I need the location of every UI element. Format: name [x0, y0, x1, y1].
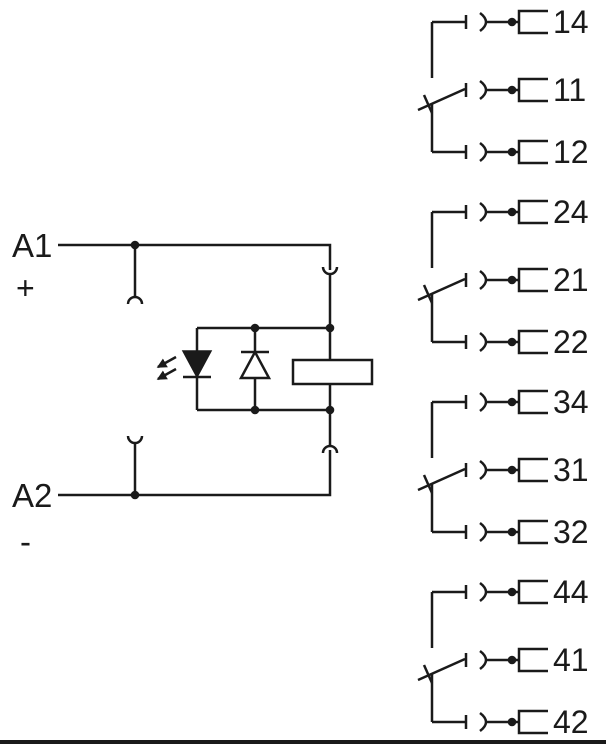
bottom-border [0, 740, 606, 744]
terminal-label-14: 14 [553, 4, 589, 40]
terminal-label-41: 41 [553, 642, 589, 678]
a1-wire [58, 243, 332, 270]
coil-circuit: A1 + A2 - [12, 227, 374, 560]
junction-dot [325, 323, 335, 333]
terminal-label-31: 31 [553, 452, 589, 488]
contact-group-1: 14 11 12 [416, 4, 589, 170]
plug-contact-icon [126, 295, 144, 305]
contact-group-3: 34 31 32 [416, 384, 589, 550]
led-emission-arrow [156, 367, 177, 381]
terminal-label-22: 22 [553, 324, 589, 360]
a2-wire [58, 450, 332, 497]
terminal-label-34: 34 [553, 384, 589, 420]
junction-dot [325, 405, 335, 415]
junction-dot [130, 240, 140, 250]
contact-group-2: 24 21 22 [416, 194, 589, 360]
terminal-label-44: 44 [553, 574, 589, 610]
terminal-label-32: 32 [553, 514, 589, 550]
junction-dot [250, 323, 260, 333]
led-emission-arrow [156, 355, 177, 369]
changeover-contact-icon [416, 199, 550, 355]
led-icon [156, 328, 213, 410]
terminal-label-a1: A1 [12, 227, 52, 264]
terminal-label-24: 24 [553, 194, 589, 230]
terminal-label-a2: A2 [12, 477, 52, 514]
polarity-minus-label: - [20, 523, 31, 560]
changeover-contact-icon [416, 389, 550, 545]
junction-dot [130, 490, 140, 500]
changeover-contact-icon [416, 9, 550, 165]
contact-group-4: 44 41 42 [416, 574, 589, 740]
terminal-label-21: 21 [553, 262, 589, 298]
junction-dot [250, 405, 260, 415]
terminal-label-12: 12 [553, 134, 589, 170]
plug-contact-icon [126, 435, 144, 445]
changeover-contact-icon [416, 579, 550, 735]
polarity-plus-label: + [16, 270, 35, 306]
terminal-label-11: 11 [553, 72, 586, 108]
terminal-label-42: 42 [553, 704, 589, 740]
relay-coil-icon [291, 328, 374, 410]
freewheel-diode-icon [238, 328, 272, 410]
